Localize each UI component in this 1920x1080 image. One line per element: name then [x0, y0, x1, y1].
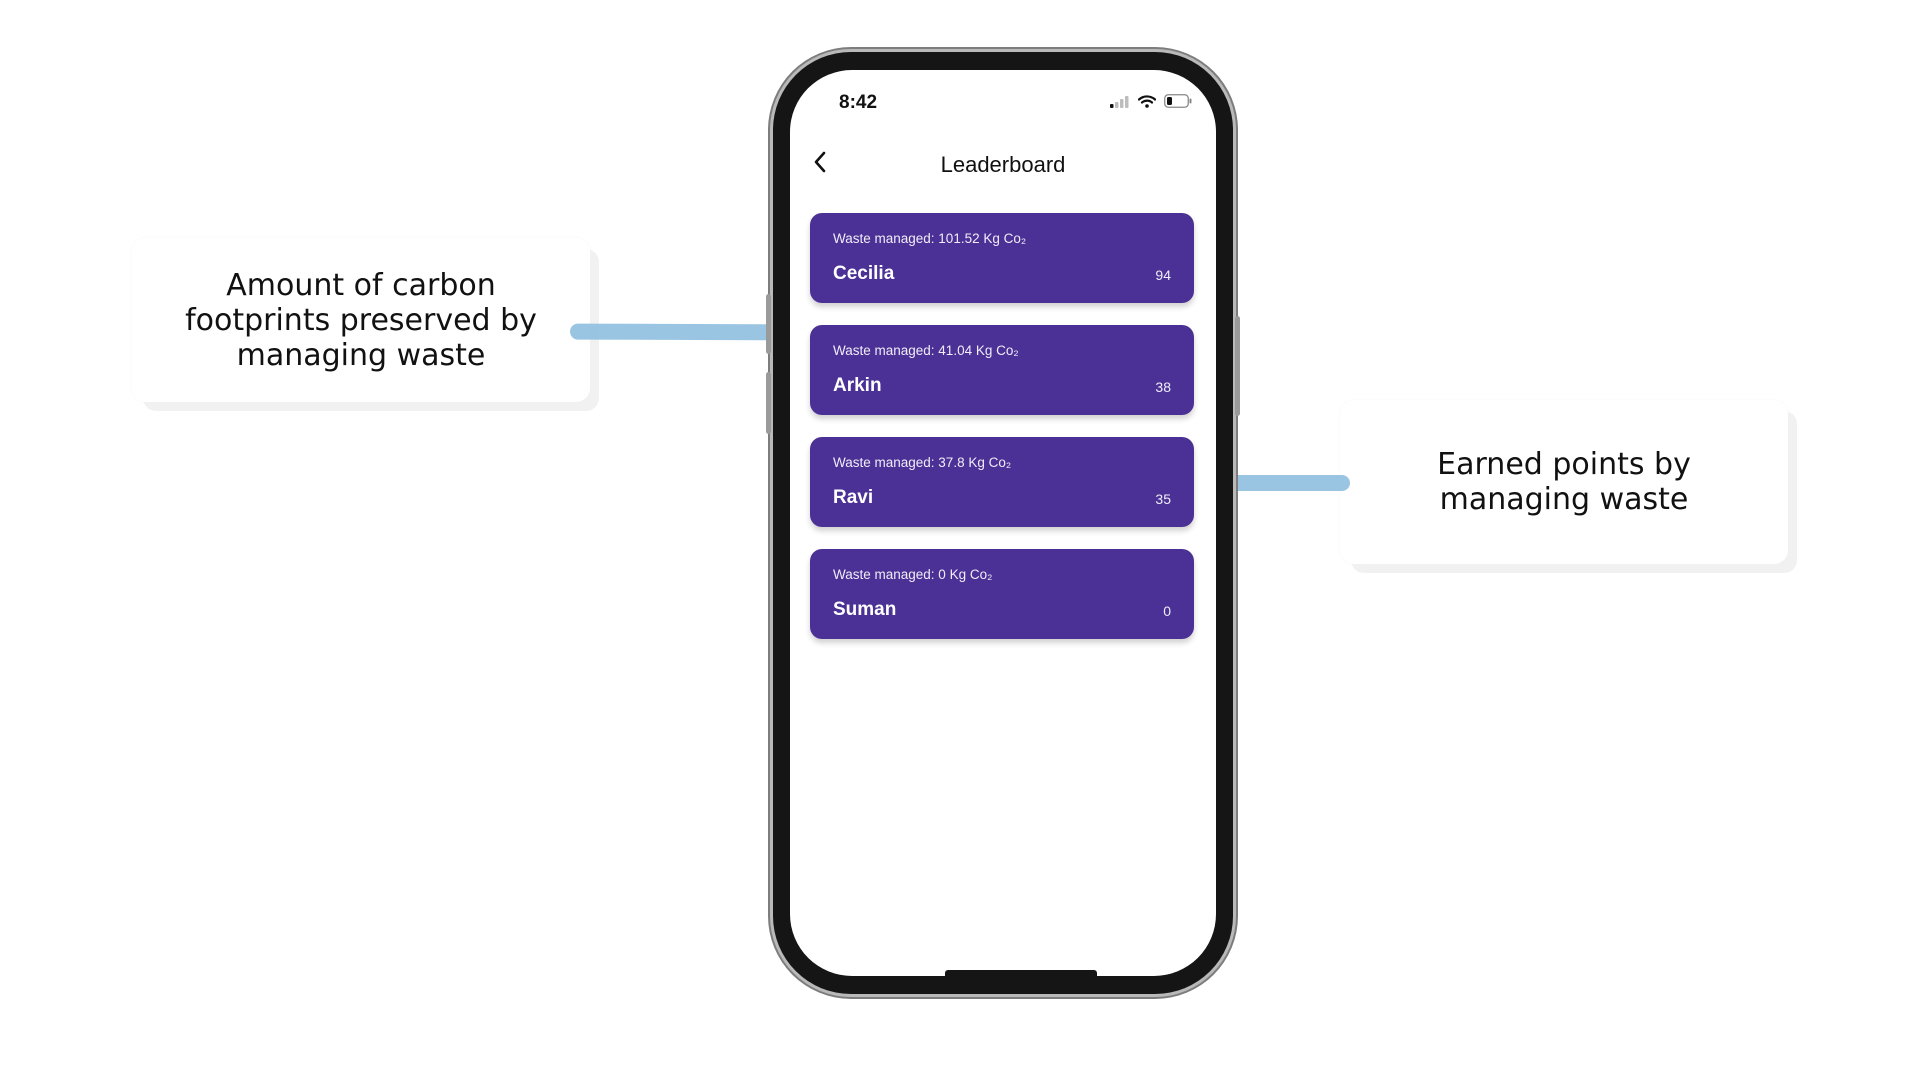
waste-managed-label: Waste managed: 37.8 Kg Co₂ [833, 455, 1012, 470]
chevron-left-icon [813, 151, 827, 178]
home-indicator[interactable] [945, 970, 1097, 976]
user-points: 0 [1163, 603, 1171, 619]
earned-points-callout-text: Earned points by managing waste [1437, 447, 1691, 517]
user-points: 35 [1155, 491, 1171, 507]
battery-icon [1164, 94, 1192, 113]
waste-managed-label: Waste managed: 41.04 Kg Co₂ [833, 343, 1019, 358]
status-time: 8:42 [839, 92, 878, 113]
page-title: Leaderboard [940, 152, 1066, 177]
user-name: Cecilia [833, 263, 895, 284]
leaderboard-list: Waste managed: 101.52 Kg Co₂ Cecilia 94 … [810, 213, 1194, 661]
earned-points-callout: Earned points by managing waste [1340, 400, 1788, 564]
leaderboard-card[interactable]: Waste managed: 0 Kg Co₂ Suman 0 [810, 549, 1194, 639]
leaderboard-card[interactable]: Waste managed: 101.52 Kg Co₂ Cecilia 94 [810, 213, 1194, 303]
leaderboard-card[interactable]: Waste managed: 37.8 Kg Co₂ Ravi 35 [810, 437, 1194, 527]
back-button[interactable] [802, 146, 838, 182]
waste-managed-label: Waste managed: 101.52 Kg Co₂ [833, 231, 1027, 246]
leaderboard-card[interactable]: Waste managed: 41.04 Kg Co₂ Arkin 38 [810, 325, 1194, 415]
phone-frame: 8:42 [766, 52, 1240, 994]
status-icons [1110, 94, 1192, 113]
status-bar: 8:42 [790, 70, 1216, 122]
phone-screen: 8:42 [790, 70, 1216, 976]
wifi-icon [1137, 94, 1157, 113]
user-points: 38 [1155, 379, 1171, 395]
power-button [1235, 316, 1240, 416]
waste-managed-label: Waste managed: 0 Kg Co₂ [833, 567, 993, 582]
carbon-footprint-callout-text: Amount of carbon footprints preserved by… [185, 267, 537, 373]
volume-up-button [766, 294, 771, 354]
user-name: Arkin [833, 375, 882, 396]
signal-icon [1110, 95, 1130, 113]
volume-down-button [766, 372, 771, 434]
nav-bar: Leaderboard [790, 142, 1216, 186]
user-points: 94 [1155, 267, 1171, 283]
user-name: Suman [833, 599, 897, 620]
carbon-footprint-callout: Amount of carbon footprints preserved by… [132, 238, 590, 402]
user-name: Ravi [833, 487, 874, 508]
